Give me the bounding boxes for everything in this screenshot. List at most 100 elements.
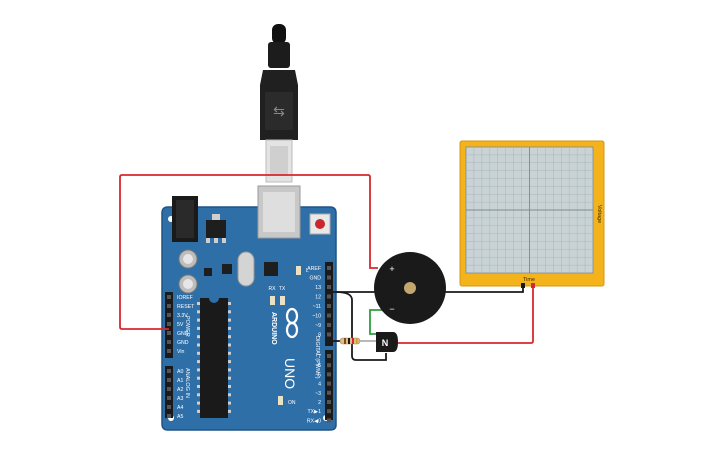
l-led: L: [296, 266, 309, 275]
on-led: ON: [278, 396, 296, 406]
npn-transistor[interactable]: N: [376, 332, 398, 352]
digital-pin-hole[interactable]: [327, 332, 331, 337]
digital-pin-hole[interactable]: [327, 363, 331, 368]
digital-pin-label: AREF: [307, 266, 321, 272]
digital-pin-label: ~9: [315, 323, 321, 329]
power-header-label: POWER: [184, 316, 190, 337]
power-pin-hole[interactable]: [167, 331, 171, 335]
digital-pin-label: GND: [309, 276, 321, 282]
digital-pin-hole[interactable]: [327, 409, 331, 414]
power-pin-label: GND: [177, 340, 189, 346]
power-pin-hole[interactable]: [167, 349, 171, 353]
digital-pin-label: ~6: [315, 363, 321, 369]
digital-header-label: DIGITAL (PWM~): [314, 336, 320, 379]
analog-pin-hole[interactable]: [167, 378, 171, 382]
analog-pin-label: A5: [177, 414, 183, 420]
digital-pin-hole[interactable]: [327, 390, 331, 395]
buzzer-minus-label: −: [389, 304, 394, 314]
atmega-microcontroller-chip: [197, 298, 231, 418]
analog-pin-label: A0: [177, 369, 183, 375]
analog-pin-label: A2: [177, 387, 183, 393]
analog-header-label: ANALOG IN: [184, 368, 190, 398]
digital-pin-hole[interactable]: [327, 381, 331, 386]
power-pin-hole[interactable]: [167, 322, 171, 326]
svg-text:TX: TX: [279, 286, 286, 292]
digital-pin-hole[interactable]: [327, 354, 331, 358]
digital-pin-label: 7: [318, 354, 321, 360]
small-ic-chip: [264, 262, 278, 276]
piezo-buzzer[interactable]: + −: [374, 252, 446, 324]
digital-pin-label: 4: [318, 382, 321, 388]
power-pin-label: 3.3V: [177, 313, 188, 319]
wire-red-transistor-to-scope[interactable]: [398, 286, 534, 344]
analog-pin-label: A3: [177, 396, 183, 402]
analog-pin-header: [165, 366, 173, 418]
power-pin-label: RESET: [177, 304, 195, 310]
brand-label: ARDUINO: [270, 312, 277, 345]
digital-pin-label: RX◀0: [307, 418, 321, 424]
power-pin-hole[interactable]: [167, 304, 171, 308]
power-pin-hole[interactable]: [167, 313, 171, 317]
capacitor: [178, 274, 198, 294]
wire-red-5v-to-buzzer[interactable]: [119, 174, 378, 330]
analog-pin-hole[interactable]: [167, 414, 171, 418]
rx-led: RX: [269, 286, 277, 305]
tx-led: TX: [279, 286, 286, 305]
power-pin-label: Vin: [177, 349, 185, 355]
power-pin-label: GND: [177, 331, 189, 337]
digital-pin-label: 12: [315, 295, 321, 301]
model-label: UNO: [282, 358, 298, 389]
digital-pin-hole[interactable]: [327, 275, 331, 280]
svg-text:RX: RX: [269, 286, 277, 292]
small-ic-chip: [204, 268, 212, 276]
digital-pin-hole[interactable]: [327, 418, 331, 423]
power-pin-label: 5V: [177, 322, 184, 328]
svg-text:L: L: [306, 268, 309, 274]
svg-text:⇆: ⇆: [273, 103, 285, 119]
digital-pin-label: ~11: [313, 304, 322, 310]
time-axis-label: Time: [523, 277, 535, 283]
arduino-uno-board[interactable]: RX TX L ON ARDUINO UNO POWER ANALOG IN D…: [161, 185, 337, 431]
capacitor: [178, 249, 198, 269]
digital-pin-hole[interactable]: [327, 304, 331, 308]
reset-button[interactable]: [309, 213, 331, 235]
digital-pin-hole[interactable]: [327, 313, 331, 318]
digital-pin-label: ~3: [315, 391, 321, 397]
digital-pin-hole[interactable]: [327, 400, 331, 404]
transistor-label: N: [382, 338, 389, 348]
resistor[interactable]: [339, 337, 376, 345]
power-pin-hole[interactable]: [167, 295, 171, 299]
scope-probe-terminal[interactable]: [521, 283, 525, 288]
power-pin-hole[interactable]: [167, 340, 171, 344]
digital-pin-label: TX▶1: [307, 409, 321, 415]
power-pin-label: IOREF: [177, 295, 193, 301]
digital-pin-hole[interactable]: [327, 372, 331, 377]
usb-cable[interactable]: ⇆: [260, 24, 298, 183]
analog-pin-hole[interactable]: [167, 387, 171, 391]
analog-pin-hole[interactable]: [167, 396, 171, 400]
usb-socket: [257, 185, 301, 239]
digital-pin-label: 13: [315, 285, 321, 291]
buzzer-plus-label: +: [389, 264, 394, 274]
digital-pin-label: 2: [318, 400, 321, 406]
analog-pin-hole[interactable]: [167, 405, 171, 409]
digital-pin-label: ~10: [312, 314, 321, 320]
svg-text:ON: ON: [288, 400, 296, 406]
digital-pin-hole[interactable]: [327, 323, 331, 327]
analog-pin-hole[interactable]: [167, 369, 171, 373]
digital-pin-label: 8: [318, 333, 321, 339]
dc-power-jack: [172, 196, 198, 242]
digital-pin-label: ~5: [315, 372, 321, 378]
voltage-axis-label: Voltage: [596, 205, 602, 223]
oscilloscope[interactable]: Time Voltage: [459, 140, 605, 288]
voltage-regulator: [206, 214, 226, 243]
wire-black-gnd-to-transistor[interactable]: [335, 291, 387, 361]
crystal-oscillator: [237, 251, 255, 287]
arduino-logo: [285, 307, 299, 339]
digital-pin-hole[interactable]: [327, 285, 331, 289]
scope-probe-terminal[interactable]: [531, 283, 535, 288]
digital-pin-hole[interactable]: [327, 266, 331, 270]
analog-pin-label: A4: [177, 405, 183, 411]
digital-pin-hole[interactable]: [327, 294, 331, 299]
